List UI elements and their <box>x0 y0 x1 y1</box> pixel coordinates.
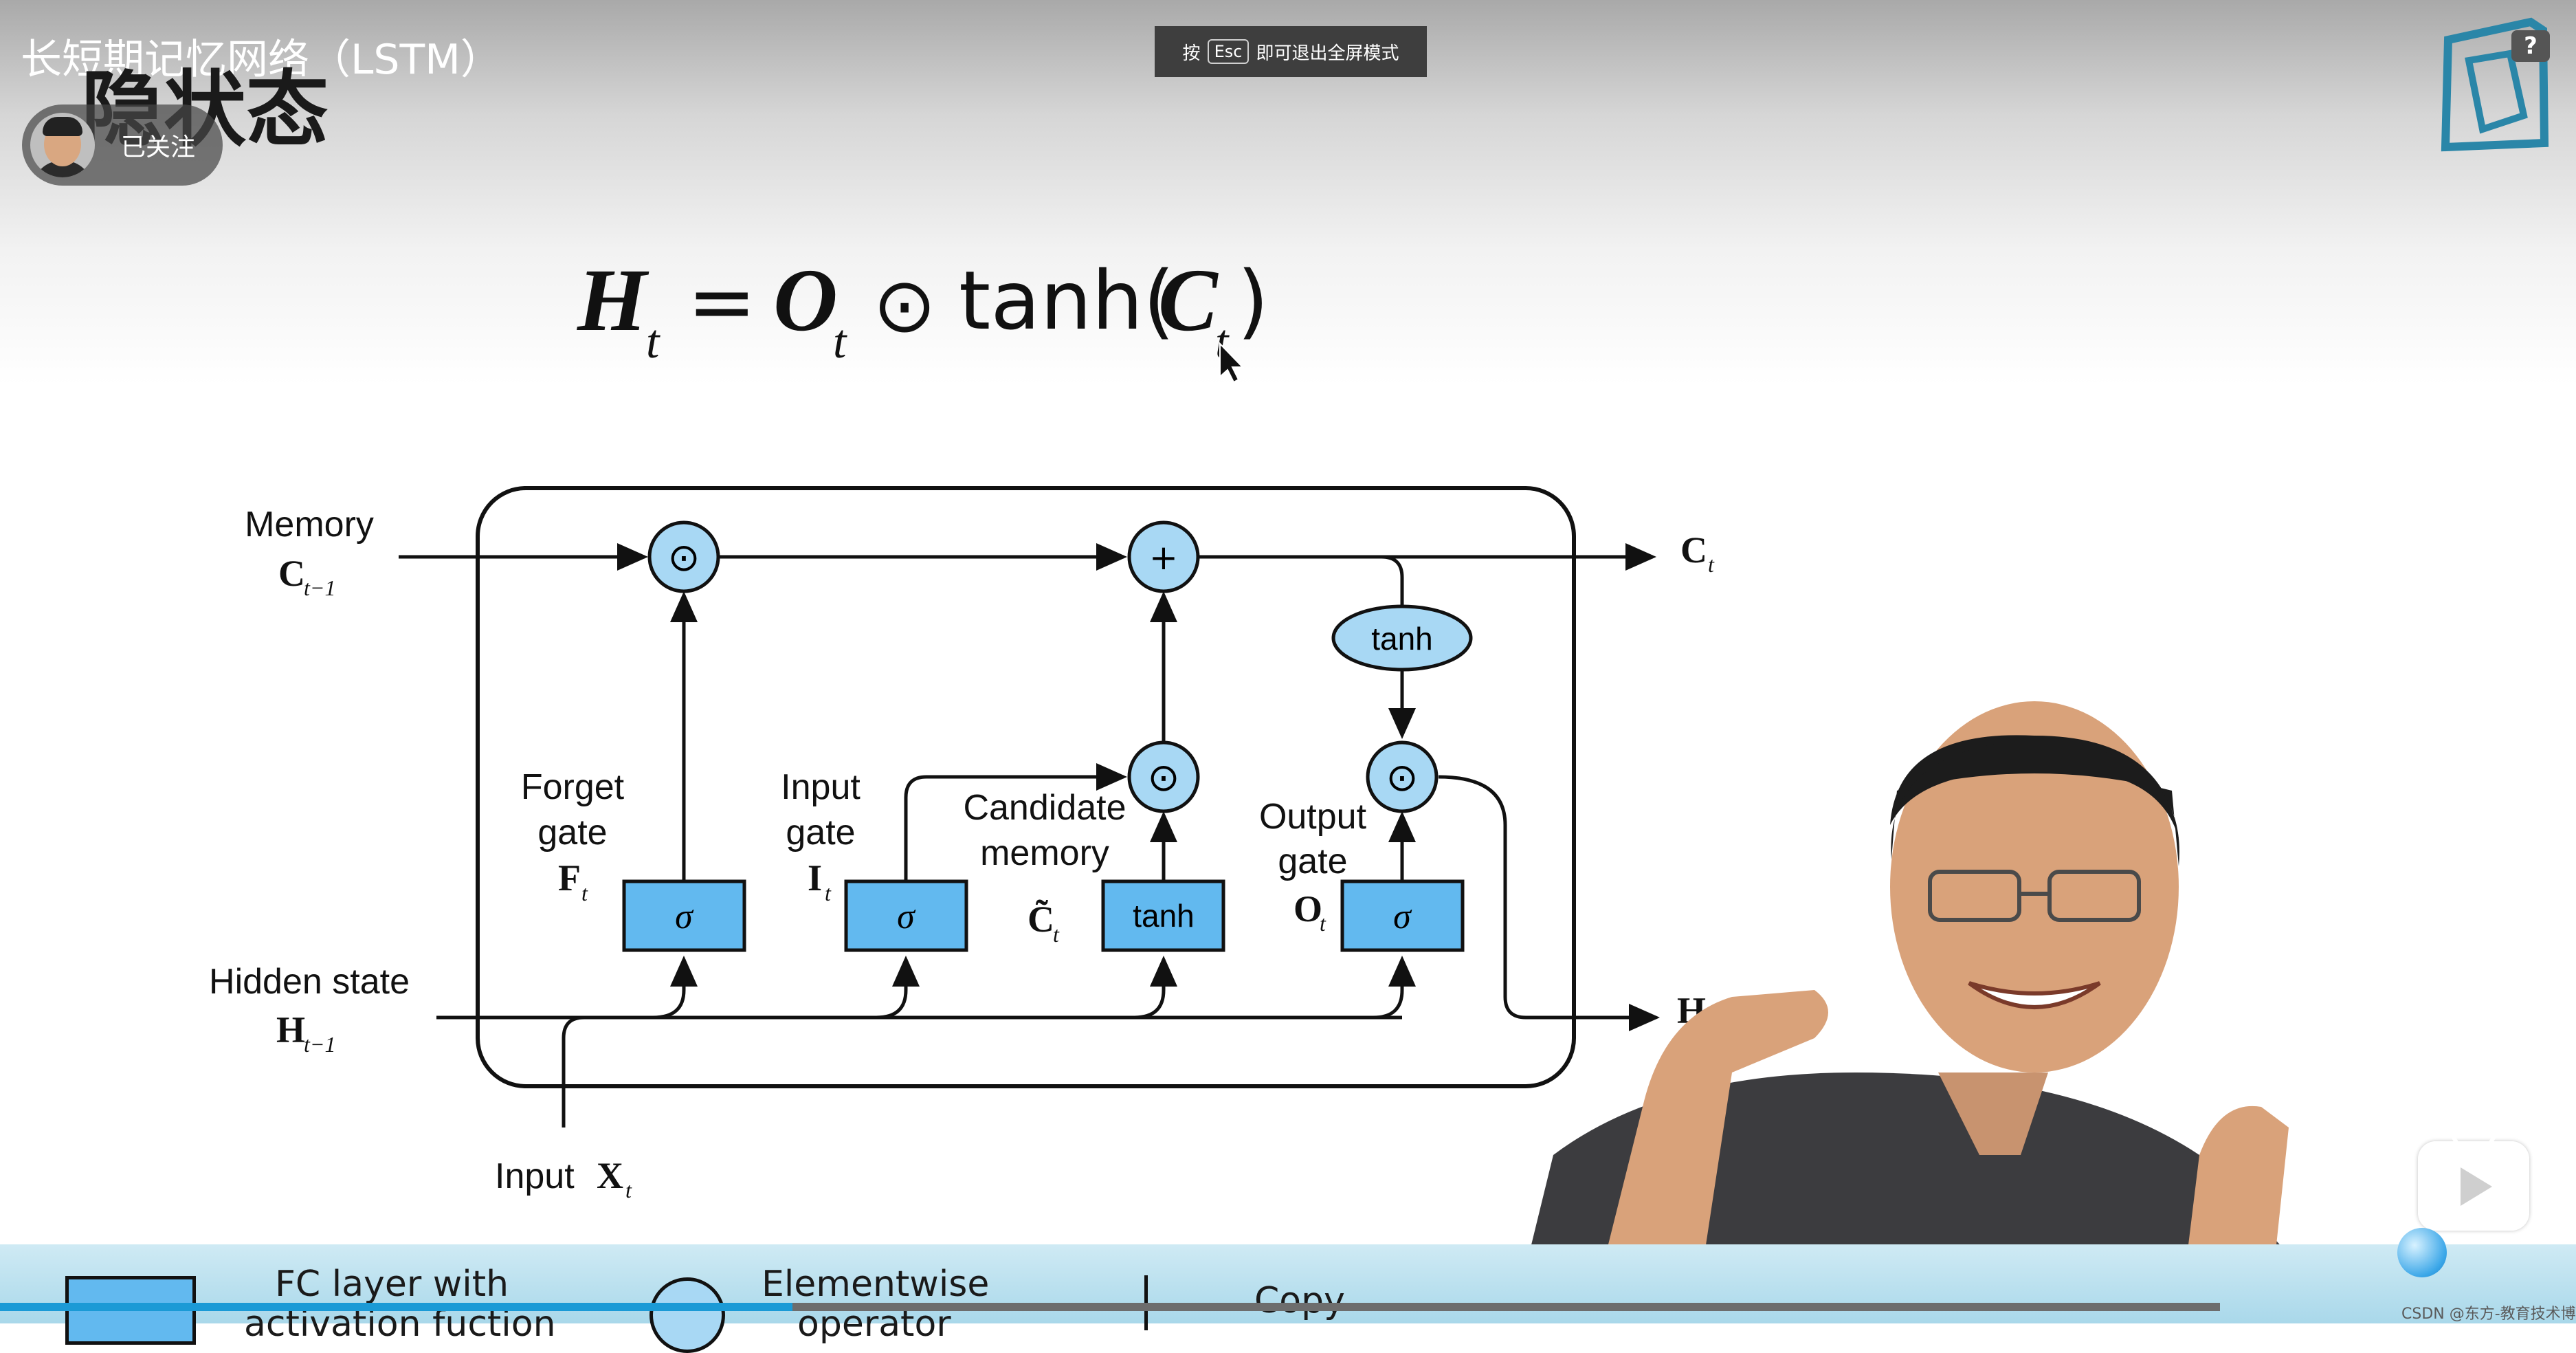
watermark-credit: CSDN @东方-教育技术博主 <box>2401 1301 2576 1323</box>
play-icon <box>2461 1167 2492 1206</box>
follow-button[interactable]: 已关注 <box>22 104 223 186</box>
help-button[interactable]: ? <box>2511 30 2550 62</box>
presenter-figure <box>1512 701 2351 1323</box>
presenter-video <box>0 0 2576 1323</box>
esc-key-badge: Esc <box>1208 39 1250 64</box>
play-button[interactable] <box>2418 1141 2529 1231</box>
follow-status-label: 已关注 <box>121 127 195 163</box>
esc-hint-suffix: 即可退出全屏模式 <box>1256 39 1399 65</box>
legend-fc-line1: FC layer with <box>275 1264 509 1305</box>
progress-fill[interactable] <box>0 1303 792 1311</box>
legend-copy-label: Copy <box>1254 1280 1345 1321</box>
esc-hint-prefix: 按 <box>1183 39 1201 65</box>
legend-elementwise-line1: Elementwise <box>762 1264 989 1305</box>
fullscreen-exit-hint: 按 Esc 即可退出全屏模式 <box>1155 26 1427 77</box>
legend-elementwise-swatch <box>649 1277 725 1353</box>
uploader-avatar[interactable] <box>30 113 95 177</box>
floating-assistant-icon[interactable] <box>2397 1228 2447 1277</box>
